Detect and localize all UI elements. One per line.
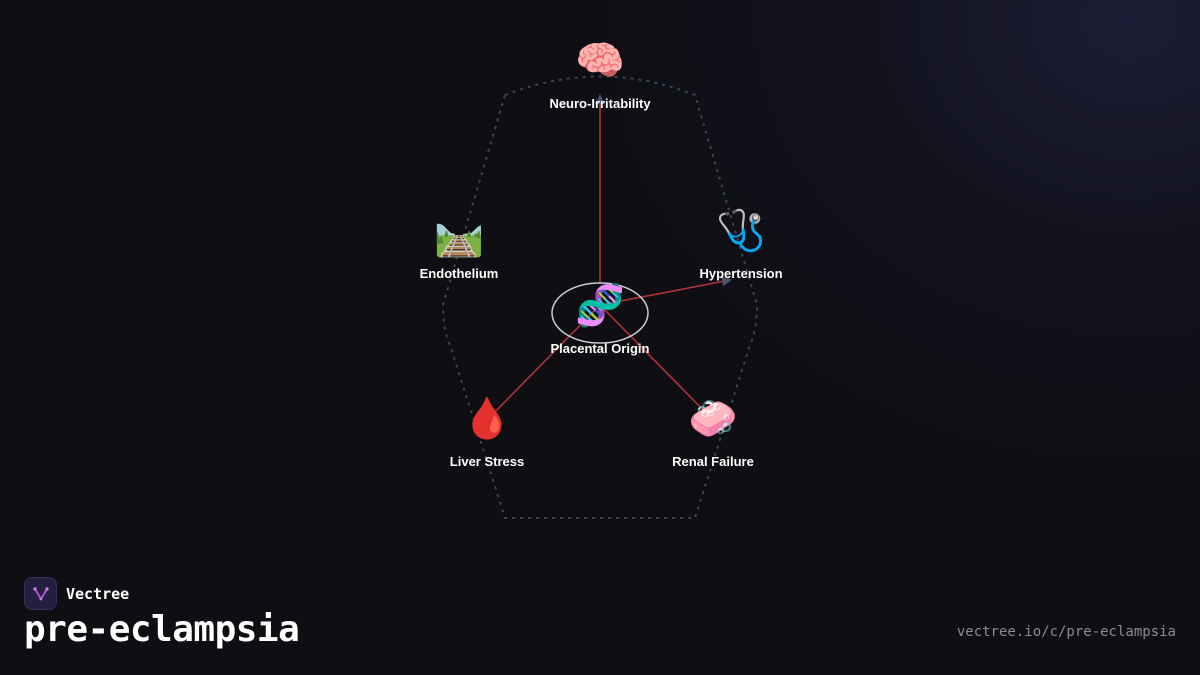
railway-icon: 🛤️ [434,213,484,259]
node-hypertension[interactable]: 🩺 Hypertension [699,207,782,281]
page-url[interactable]: vectree.io/c/pre-eclampsia [956,624,1176,640]
node-label: Placental Origin [551,341,650,356]
stethoscope-icon: 🩺 [716,207,766,254]
dna-icon: 🧬 [575,281,625,329]
dashed-outline [441,75,759,519]
vectree-logo-icon [24,577,57,610]
blood-drop-icon: 🩸 [462,395,512,442]
node-neuro-irritability[interactable]: 🧠 Neuro-Irritability [549,38,651,111]
nodes: 🧬 Placental Origin 🧠 Neuro-Irritability 🩺 Hyp… [420,38,783,469]
node-label: Liver Stress [450,454,524,469]
edges [486,94,732,421]
edge-hypertension [599,276,732,306]
node-liver-stress[interactable]: 🩸 Liver Stress [450,395,524,469]
node-label: Renal Failure [672,454,754,469]
node-label: Endothelium [420,266,499,281]
center-ring [551,282,649,344]
node-label: Hypertension [699,266,782,281]
brain-icon: 🧠 [575,38,625,84]
edge-liver-stress [486,304,601,421]
node-placental-origin[interactable]: 🧬 Placental Origin [551,281,650,356]
page-title: pre-eclampsia [24,609,300,650]
kidney-icon: 🧼 [688,396,738,442]
brand-name: Vectree [66,584,130,603]
node-renal-failure[interactable]: 🧼 Renal Failure [672,396,754,469]
brand: Vectree [24,577,129,610]
node-endothelium[interactable]: 🛤️ Endothelium [420,213,499,281]
node-label: Neuro-Irritability [549,96,651,111]
edge-renal-failure [599,304,714,421]
